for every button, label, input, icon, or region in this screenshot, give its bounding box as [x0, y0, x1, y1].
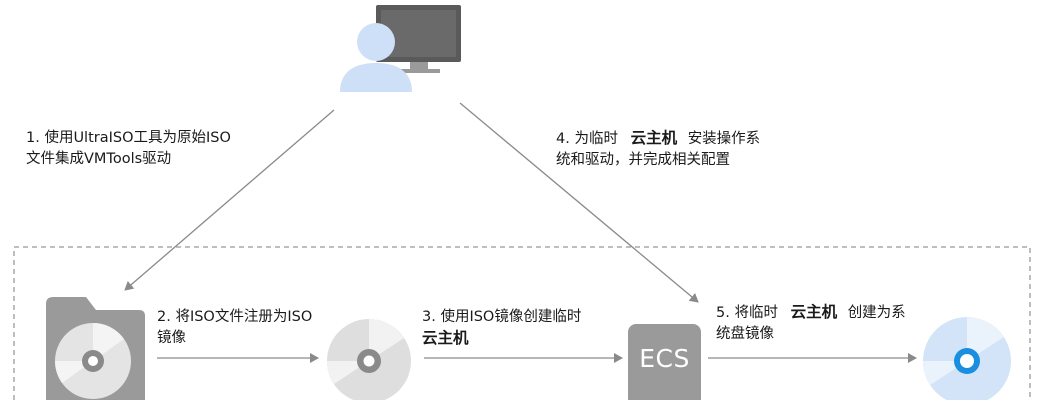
arrow-step-1 [124, 109, 335, 291]
step-5-label: 5. 将临时 云主机 创建为系 统盘镜像 [716, 303, 906, 342]
ecs-server-icon: ECS [628, 324, 701, 400]
system-image-disc-icon [922, 316, 1011, 400]
step-1-label: 1. 使用UltraISO工具为原始ISO 文件集成VMTools驱动 [26, 130, 231, 167]
iso-disc-icon [327, 319, 411, 400]
step-3-label: 3. 使用ISO镜像创建临时 云主机 [422, 309, 582, 347]
iso-folder-icon [46, 297, 145, 400]
arrow-step-4 [459, 102, 699, 303]
ecs-label: ECS [639, 344, 690, 373]
user-monitor-icon [340, 5, 461, 92]
step-2-label: 2. 将ISO文件注册为ISO 镜像 [157, 309, 313, 346]
step-4-label: 4. 为临时 云主机 安装操作系 统和驱动，并完成相关配置 [556, 129, 761, 168]
process-boundary [13, 246, 1031, 400]
